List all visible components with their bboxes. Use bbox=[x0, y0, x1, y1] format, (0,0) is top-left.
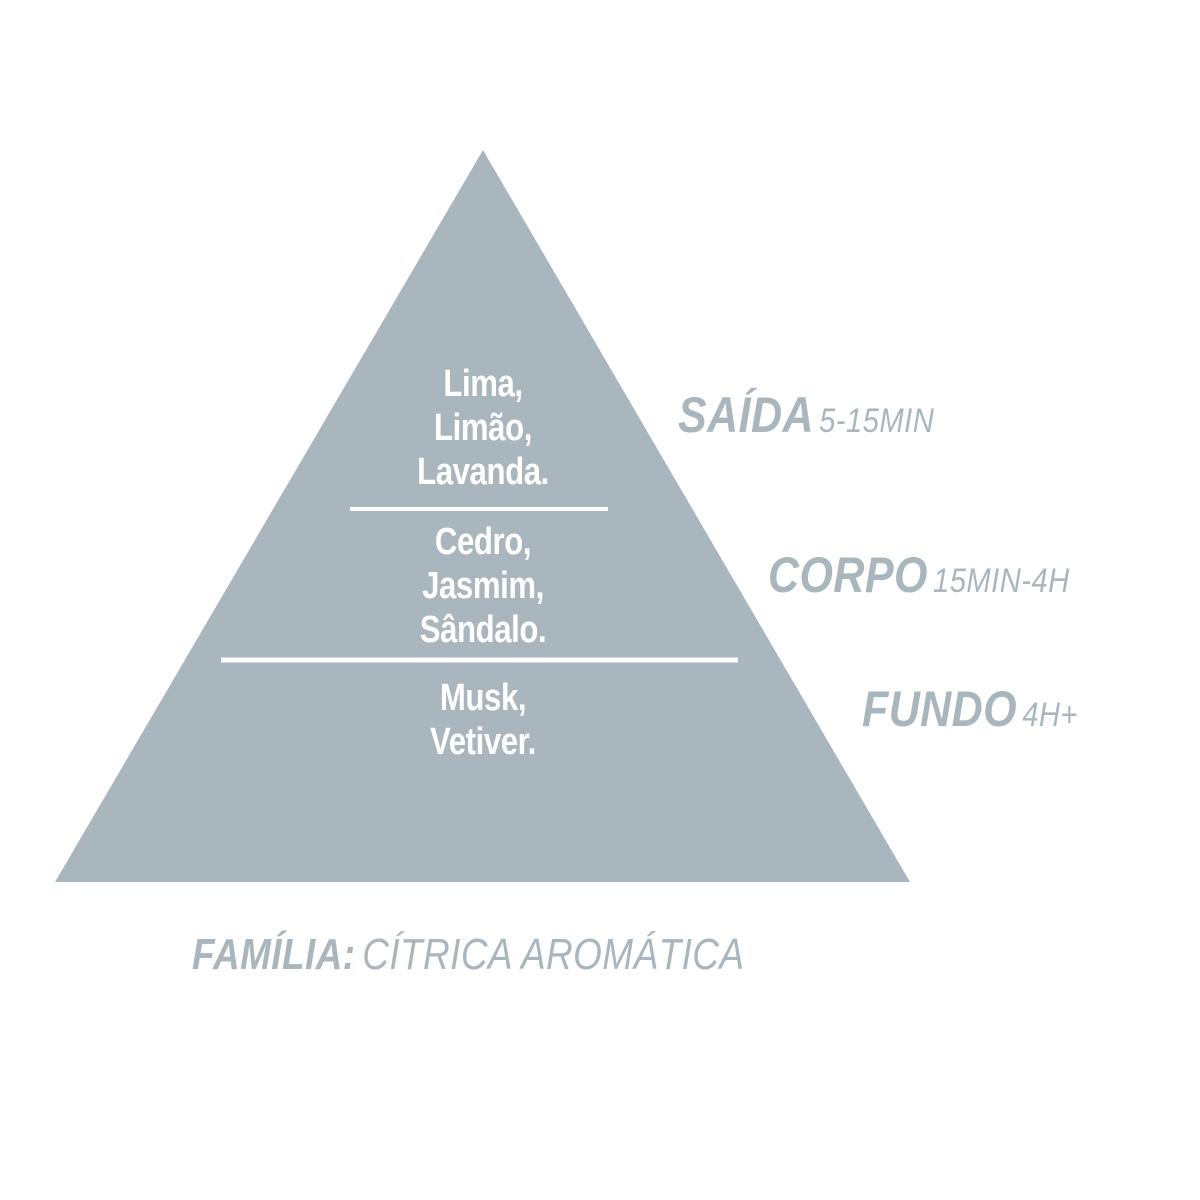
base-notes: Musk, Vetiver. bbox=[319, 676, 647, 764]
note-musk: Musk, bbox=[439, 677, 527, 719]
middle-notes: Cedro, Jasmim, Sândalo. bbox=[319, 520, 647, 652]
note-vetiver: Vetiver. bbox=[430, 721, 536, 763]
family-value: CÍTRICA AROMÁTICA bbox=[362, 930, 745, 979]
tier-duration-fundo: 4H+ bbox=[1022, 696, 1078, 734]
top-notes: Lima, Limão, Lavanda. bbox=[319, 362, 647, 494]
note-cedro: Cedro, bbox=[434, 521, 532, 563]
note-sandalo: Sândalo. bbox=[419, 609, 547, 651]
note-jasmim: Jasmim, bbox=[422, 565, 544, 607]
tier-name-saida: SAÍDA bbox=[678, 387, 814, 443]
note-limao: Limão, bbox=[434, 407, 532, 449]
note-lima: Lima, bbox=[443, 363, 523, 405]
tier-duration-corpo: 15MIN-4H bbox=[932, 562, 1070, 600]
tier-name-corpo: CORPO bbox=[768, 547, 928, 603]
tier-name-fundo: FUNDO bbox=[862, 681, 1018, 737]
fragrance-family: FAMÍLIA:CÍTRICA AROMÁTICA bbox=[192, 930, 744, 980]
note-lavanda: Lavanda. bbox=[417, 451, 549, 493]
pyramid-shape bbox=[55, 150, 910, 882]
family-key: FAMÍLIA: bbox=[192, 930, 356, 979]
tier-duration-saida: 5-15MIN bbox=[819, 402, 935, 440]
